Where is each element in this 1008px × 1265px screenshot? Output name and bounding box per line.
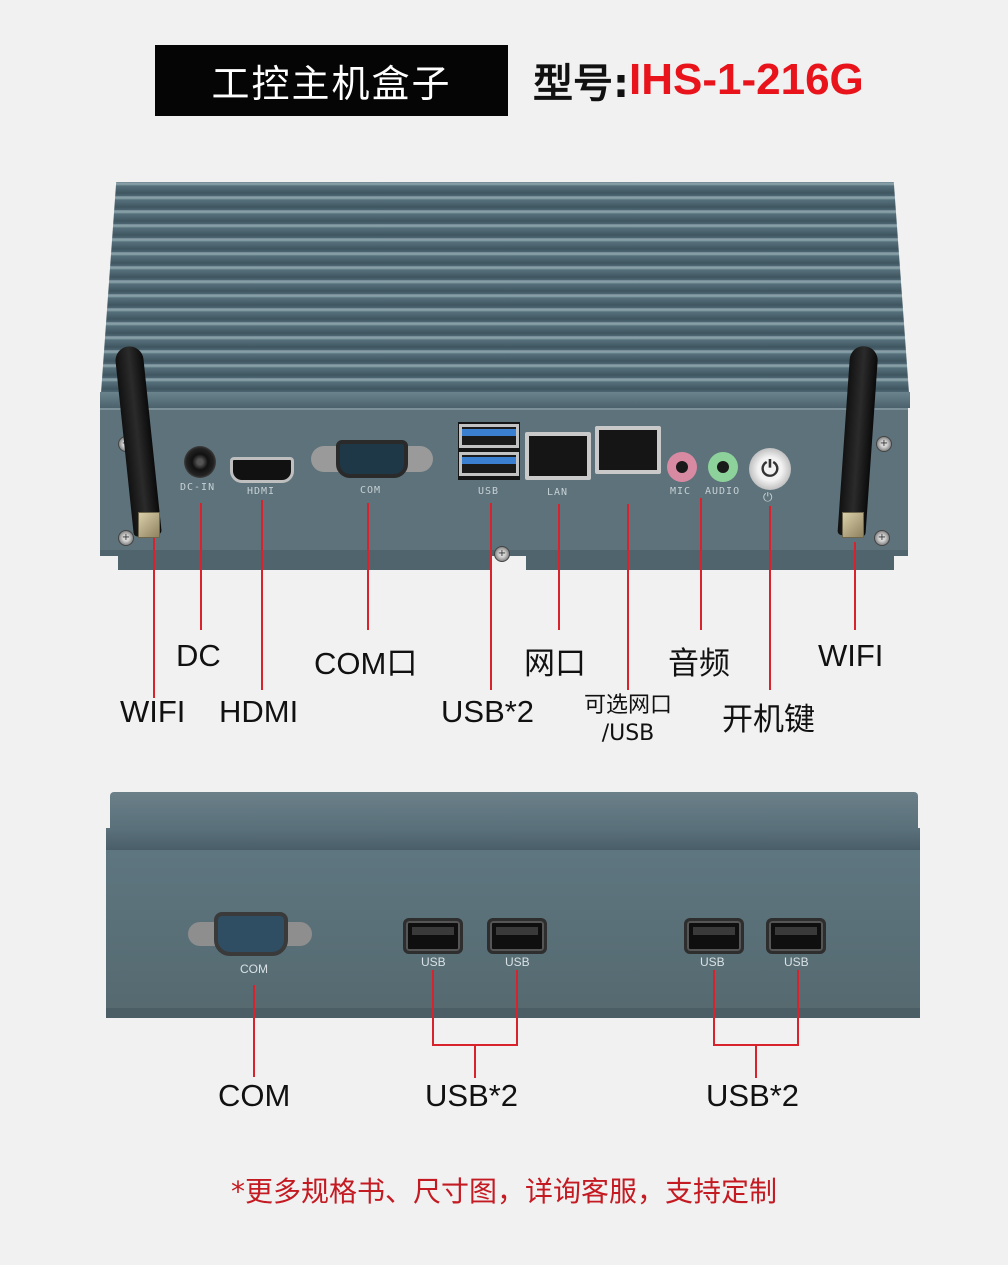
leader-line: [200, 503, 202, 630]
leader-line: [627, 504, 629, 690]
usb-port-icon: [487, 918, 547, 954]
usb-port-icon: [684, 918, 744, 954]
mic-jack-icon: [667, 452, 697, 482]
leader-line: [516, 970, 518, 1046]
leader-line: [713, 970, 715, 1046]
mic-silkscreen: MIC: [670, 486, 692, 497]
leader-line: [474, 1044, 476, 1078]
callout-front-com: COM: [218, 1078, 291, 1113]
callout-optional-line1: 可选网口: [583, 693, 672, 718]
model-value: IHS-1-216G: [629, 55, 864, 104]
callout-dc: DC: [176, 638, 221, 673]
leader-line: [432, 970, 434, 1046]
callout-audio: 音频: [668, 646, 730, 681]
leader-line: [797, 970, 799, 1046]
audio-jack-icon: [708, 452, 738, 482]
callout-wifi-left: WIFI: [120, 694, 186, 729]
com-port-icon: [336, 440, 408, 478]
callout-com: COM口: [314, 646, 418, 681]
hdmi-silkscreen: HDMI: [247, 486, 276, 497]
callout-lan: 网口: [524, 646, 586, 681]
power-silkscreen: ⏻: [763, 490, 774, 504]
callout-usb: USB*2: [441, 694, 535, 729]
product-title-banner: 工控主机盒子: [155, 45, 508, 116]
front-com-port-icon: [214, 912, 288, 956]
hdmi-port-icon: [230, 457, 294, 483]
screw-icon: +: [876, 436, 892, 452]
chassis-lid-edge: [106, 828, 920, 850]
leader-line: [700, 498, 702, 630]
usb-port-icon: [403, 918, 463, 954]
usb-silkscreen: USB: [505, 955, 530, 969]
leader-line: [367, 503, 369, 630]
leader-line: [854, 542, 856, 630]
footer-note: *更多规格书、尺寸图，详询客服，支持定制: [230, 1175, 777, 1208]
screw-icon: +: [494, 546, 510, 562]
front-com-silkscreen: COM: [240, 962, 268, 976]
chassis-foot-right: [526, 556, 894, 570]
model-label: 型号:: [533, 61, 629, 107]
chassis-foot-left: [118, 556, 490, 570]
screw-icon: +: [874, 530, 890, 546]
com-silkscreen: COM: [360, 485, 382, 496]
callout-power: 开机键: [722, 702, 815, 737]
optional-lan-port-icon: [595, 426, 661, 474]
leader-line: [755, 1044, 757, 1078]
usb-port-icon: [766, 918, 826, 954]
antenna-connector-right: [842, 512, 864, 538]
usb-stack-icon: [458, 422, 520, 480]
leader-line: [490, 503, 492, 690]
usb-silkscreen: USB: [784, 955, 809, 969]
usb-silkscreen: USB: [421, 955, 446, 969]
callout-hdmi: HDMI: [219, 694, 299, 729]
callout-optional-line2: /USB: [601, 721, 655, 746]
usb3-port-icon: [459, 424, 519, 448]
leader-line: [261, 500, 263, 690]
dc-jack-icon: [184, 446, 216, 478]
screw-icon: +: [118, 530, 134, 546]
lan-silkscreen: LAN: [547, 487, 569, 498]
usb-silkscreen: USB: [478, 486, 500, 497]
power-button-icon: ⏻: [749, 448, 791, 490]
chassis-top-strip: [100, 392, 910, 408]
usb3-port-icon: [459, 452, 519, 476]
callout-wifi-right: WIFI: [818, 638, 884, 673]
leader-line: [769, 506, 771, 690]
dc-silkscreen: DC-IN: [180, 482, 216, 493]
audio-silkscreen: AUDIO: [705, 486, 741, 497]
callout-optional-lan-usb: 可选网口 /USB: [578, 692, 678, 748]
usb-silkscreen: USB: [700, 955, 725, 969]
callout-front-usb-2: USB*2: [706, 1078, 800, 1113]
leader-line: [253, 985, 255, 1077]
lan-port-icon: [525, 432, 591, 480]
leader-line: [558, 504, 560, 630]
callout-front-usb-1: USB*2: [425, 1078, 519, 1113]
product-title: 工控主机盒子: [211, 62, 452, 106]
antenna-connector-left: [138, 512, 160, 538]
heatsink-fins: [100, 182, 910, 407]
leader-line: [153, 538, 155, 698]
model-number: 型号: IHS-1-216G: [533, 50, 864, 110]
